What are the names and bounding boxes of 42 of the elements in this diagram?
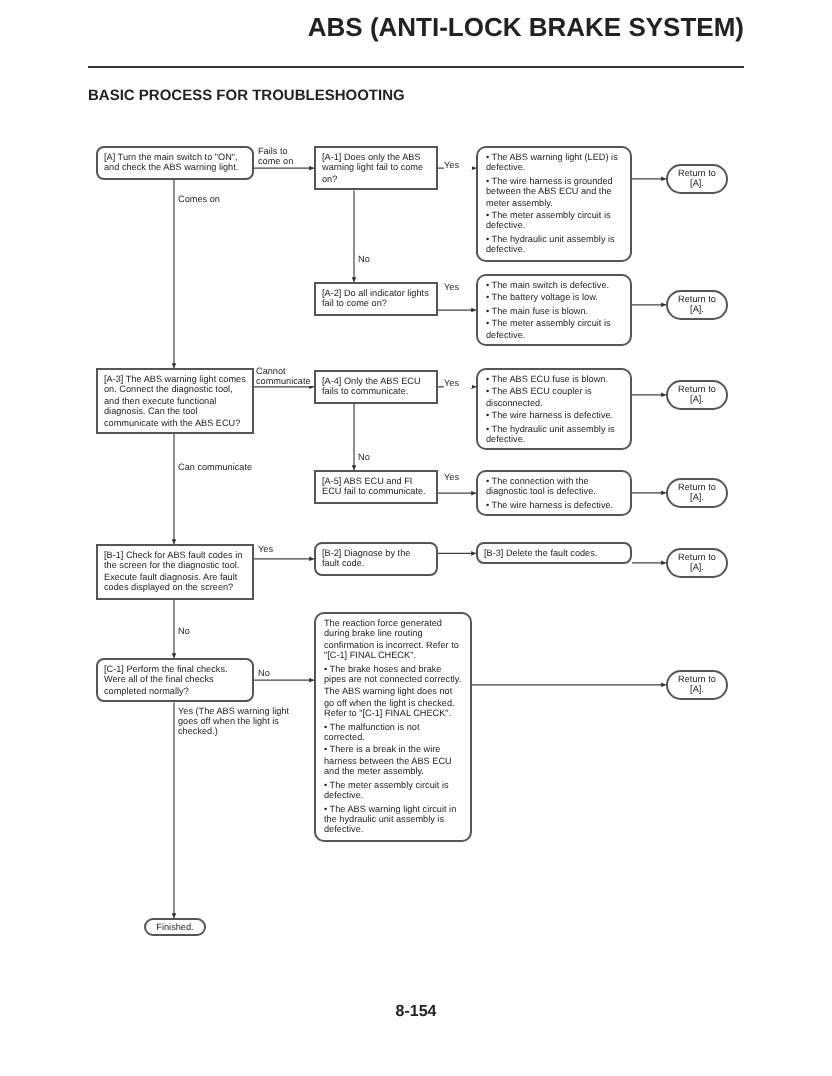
arrow [171, 701, 177, 919]
process-box [314, 470, 438, 504]
terminal-pill [666, 670, 728, 700]
page-title: ABS (ANTI-LOCK BRAKE SYSTEM) [307, 12, 744, 44]
arrow [631, 490, 667, 496]
terminal-pill [666, 290, 728, 320]
process-box [96, 544, 254, 600]
arrow [437, 307, 477, 313]
terminal-pill [666, 164, 728, 194]
terminal-pill [666, 548, 728, 578]
cause-box [476, 470, 632, 517]
cause-box [476, 146, 632, 262]
terminal-pill [144, 918, 206, 937]
arrow [171, 598, 177, 659]
arrow [171, 433, 177, 545]
arrow [351, 189, 357, 283]
process-box [96, 146, 254, 180]
arrow [253, 677, 315, 683]
arrow [253, 384, 315, 390]
process-box [314, 542, 438, 576]
arrow [631, 392, 667, 398]
cause-box [314, 612, 472, 842]
process-box [96, 658, 254, 703]
arrow [253, 556, 315, 562]
page-number: 8-154 [393, 1000, 439, 1024]
terminal-pill [666, 380, 728, 410]
arrow [171, 179, 177, 369]
process-box [314, 370, 438, 404]
arrow [471, 682, 667, 688]
arrow [631, 560, 667, 566]
arrow [437, 551, 477, 556]
arrow [631, 176, 667, 182]
arrow [253, 165, 315, 171]
arrow [351, 403, 357, 471]
terminal-pill [666, 478, 728, 508]
arrow [631, 302, 667, 308]
cause-box [476, 274, 632, 347]
process-box [476, 542, 632, 565]
process-box [314, 282, 438, 316]
cause-box [476, 368, 632, 451]
arrow [437, 490, 477, 496]
process-box [314, 146, 438, 191]
